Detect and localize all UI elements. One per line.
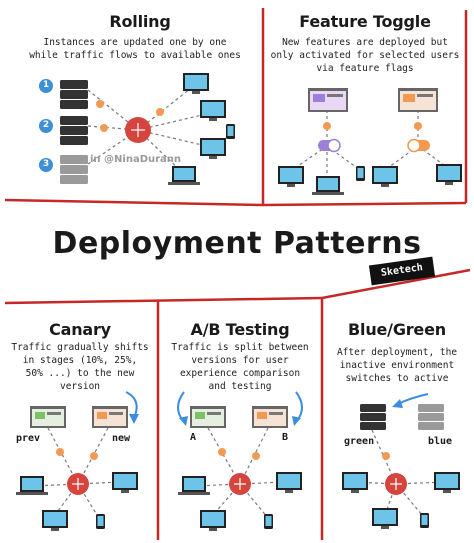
feature-toggle-title: Feature Toggle	[299, 12, 431, 31]
rolling-description: Instances are updated one by one while t…	[10, 36, 260, 62]
arrow-icon	[392, 399, 403, 408]
server-icon	[60, 155, 88, 184]
monitor-icon	[112, 472, 138, 493]
blue-green-title: Blue/Green	[348, 320, 446, 339]
toggle-switch-icon	[407, 138, 430, 153]
toggle-switch-icon	[318, 138, 341, 153]
ab-testing-desc-line: experience comparison	[179, 368, 301, 379]
monitor-icon	[276, 472, 302, 493]
feature-toggle-description: New features are deployed but only activ…	[265, 36, 465, 75]
canary-description: Traffic gradually shifts in stages (10%,…	[5, 341, 155, 393]
main-title: Deployment Patterns	[52, 226, 422, 261]
watermark: in @NinaDurann	[90, 154, 182, 165]
step-badge-icon	[39, 119, 53, 133]
canary-desc-line: 50% ...) to the new	[25, 368, 135, 379]
canary-desc-line: in stages (10%, 25%,	[22, 355, 138, 366]
laptop-icon	[178, 476, 210, 495]
blue-green-label-green: green	[344, 436, 375, 447]
monitor-icon	[278, 166, 304, 187]
monitor-icon	[183, 73, 209, 94]
phone-icon	[96, 514, 105, 529]
monitor-icon	[434, 472, 460, 493]
server-icon	[60, 116, 88, 145]
feature-toggle-desc-line: New features are deployed but	[282, 37, 448, 48]
rolling-desc-line: while traffic flows to available ones	[29, 50, 241, 61]
blue-green-label-blue: blue	[428, 436, 453, 447]
ab-testing-desc-line: versions for user	[191, 355, 289, 366]
rolling-step-label: 2	[42, 120, 50, 130]
browser-window-icon	[30, 406, 66, 428]
monitor-icon	[342, 472, 368, 493]
traffic-dot-icon	[414, 122, 422, 130]
traffic-dot-icon	[100, 124, 108, 132]
browser-window-icon	[308, 88, 348, 112]
ab-testing-desc-line: and testing	[208, 381, 272, 392]
canary-label-prev: prev	[16, 433, 41, 444]
browser-window-icon	[190, 406, 226, 428]
server-icon	[418, 404, 444, 430]
rolling-step-label: 1	[42, 80, 50, 90]
rolling-step-label: 3	[42, 159, 50, 169]
blue-green-desc-line: inactive environment	[339, 360, 455, 371]
browser-window-icon	[398, 88, 438, 112]
traffic-dot-icon	[218, 448, 226, 456]
ab-testing-desc-line: Traffic is split between	[171, 342, 309, 353]
arrow-icon	[129, 414, 139, 424]
canary-label-new: new	[112, 433, 131, 444]
traffic-dot-icon	[156, 108, 164, 116]
step-badge-icon	[39, 158, 53, 172]
canary-desc-line: version	[59, 381, 101, 392]
server-icon	[360, 404, 386, 430]
step-badge-icon	[39, 79, 53, 93]
phone-icon	[356, 166, 365, 181]
traffic-dot-icon	[323, 122, 331, 130]
phone-icon	[264, 514, 273, 529]
monitor-icon	[200, 510, 226, 531]
browser-window-icon	[252, 406, 288, 428]
traffic-dot-icon	[90, 452, 98, 460]
rolling-title: Rolling	[109, 12, 171, 31]
traffic-dot-icon	[382, 452, 390, 460]
canary-title: Canary	[49, 320, 111, 339]
feature-toggle-desc-line: via feature flags	[316, 63, 414, 74]
laptop-icon	[168, 166, 200, 185]
blue-green-description: After deployment, the inactive environme…	[324, 346, 470, 385]
ab-testing-label-a: A	[190, 432, 197, 443]
monitor-icon	[42, 510, 68, 531]
browser-window-icon	[92, 406, 128, 428]
monitor-icon	[200, 100, 226, 121]
monitor-icon	[372, 508, 398, 529]
ab-testing-title: A/B Testing	[190, 320, 290, 339]
laptop-icon	[312, 176, 344, 195]
canary-desc-line: Traffic gradually shifts	[11, 342, 149, 353]
blue-green-desc-line: switches to active	[345, 373, 449, 384]
ab-testing-description: Traffic is split between versions for us…	[160, 341, 320, 393]
monitor-icon	[200, 138, 226, 159]
blue-green-desc-line: After deployment, the	[336, 347, 458, 358]
server-icon	[60, 80, 88, 109]
arrow-icon	[292, 416, 301, 426]
traffic-dot-icon	[252, 452, 260, 460]
arrow-icon	[179, 416, 188, 426]
phone-icon	[420, 513, 429, 528]
phone-icon	[226, 124, 235, 139]
laptop-icon	[16, 476, 48, 495]
rolling-desc-line: Instances are updated one by one	[43, 37, 227, 48]
monitor-icon	[436, 164, 462, 185]
traffic-dot-icon	[96, 100, 104, 108]
ab-testing-label-b: B	[282, 432, 289, 443]
monitor-icon	[372, 166, 398, 187]
traffic-dot-icon	[56, 448, 64, 456]
feature-toggle-desc-line: only activated for selected users	[270, 50, 460, 61]
